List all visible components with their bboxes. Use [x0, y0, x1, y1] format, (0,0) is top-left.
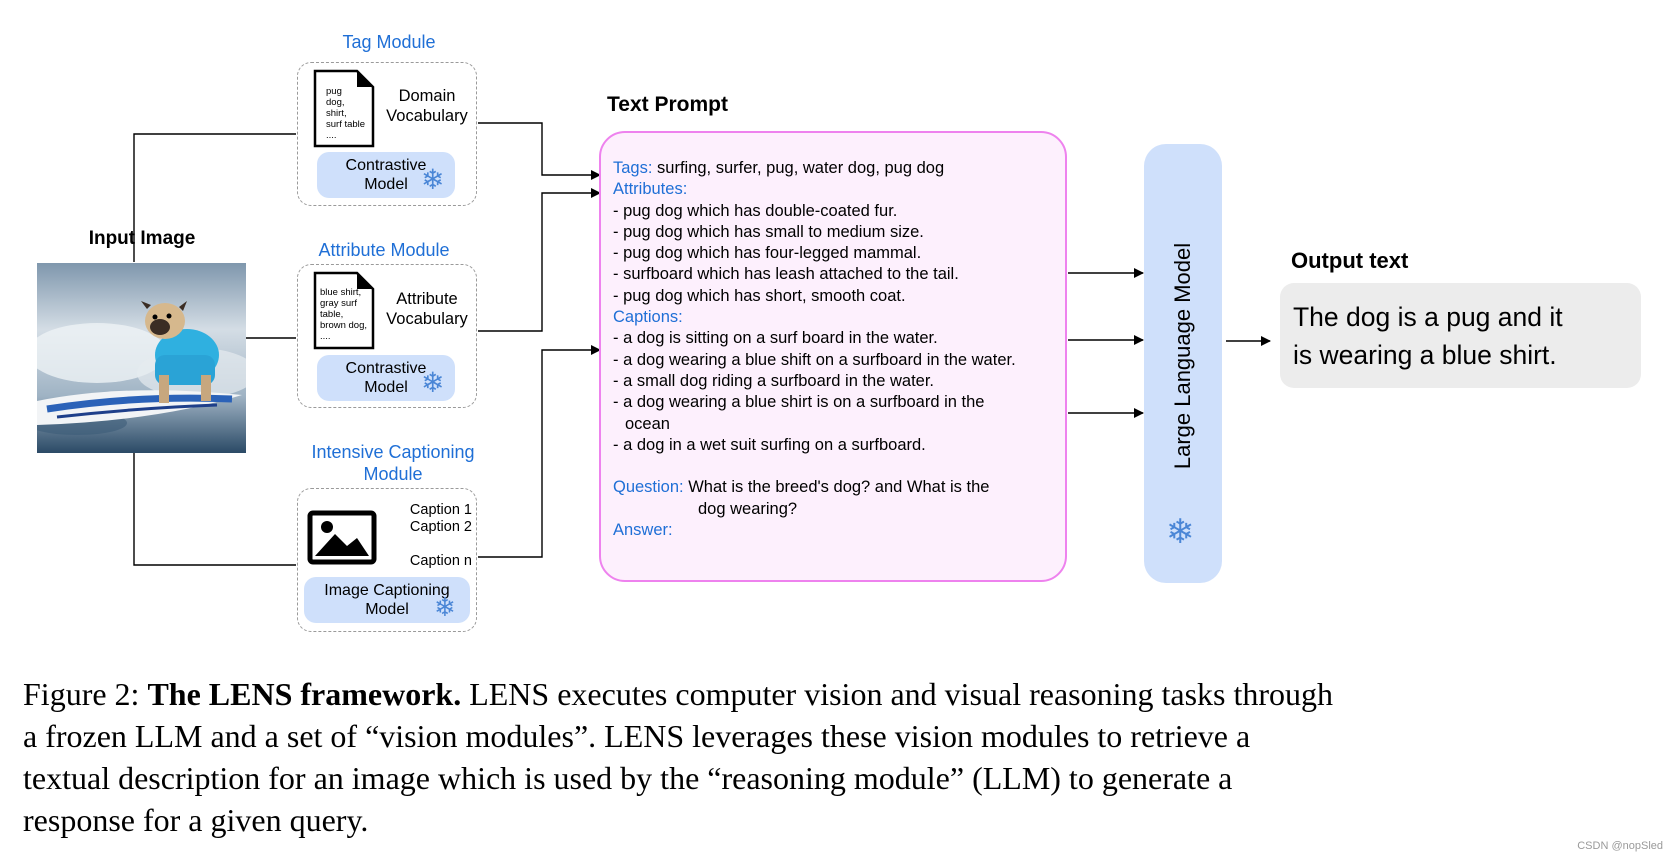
question-line: What is the breed's dog? and What is the	[688, 478, 990, 497]
attributes-label: Attributes:	[613, 180, 688, 199]
caption-line: - a dog wearing a blue shift on a surfbo…	[613, 350, 1016, 369]
attribute-line: - surfboard which has leash attached to …	[613, 265, 959, 284]
doc-line: pug	[326, 86, 342, 97]
caption-list: Caption 1 Caption 2 Caption n	[370, 502, 472, 570]
llm-box	[1144, 144, 1222, 583]
output-line: The dog is a pug and it	[1293, 302, 1563, 332]
caption-line: LENS executes computer vision and visual…	[469, 676, 1334, 712]
contrastive-model-pill: Contrastive Model	[317, 355, 455, 401]
vocab-line: Domain	[398, 87, 456, 105]
attribute-line: - pug dog which has four-legged mammal.	[613, 244, 922, 263]
snowflake-icon: ❄	[1166, 513, 1195, 551]
surfing-pug-photo	[37, 263, 246, 453]
snowflake-icon: ❄	[421, 367, 445, 398]
question-line: dog wearing?	[698, 499, 798, 518]
output-title: Output text	[1291, 248, 1409, 273]
caption-line: - a small dog riding a surfboard in the …	[613, 371, 935, 390]
model-line: Model	[365, 601, 409, 618]
output-box	[1280, 283, 1641, 388]
caption-line: - a dog is sitting on a surf board in th…	[613, 329, 938, 348]
caption-line: - a dog wearing a blue shirt is on a sur…	[613, 393, 985, 412]
contrastive-model-pill: Contrastive Model	[317, 152, 455, 198]
caption-prefix: Figure 2:	[23, 676, 140, 712]
caption-item: Caption 1	[409, 502, 472, 518]
llm-label: Large Language Model	[1170, 242, 1195, 470]
model-line: Model	[364, 176, 408, 193]
caption-line: ocean	[625, 414, 670, 433]
vocab-line: Attribute	[396, 290, 458, 308]
caption-item: Caption n	[409, 553, 472, 569]
tags-value: surfing, surfer, pug, water dog, pug dog	[657, 159, 945, 177]
model-line: Contrastive	[345, 360, 427, 377]
question-label: Question:	[613, 478, 684, 497]
title-line: Module	[363, 464, 423, 484]
answer-label: Answer:	[613, 521, 673, 540]
vocab-line: Vocabulary	[386, 310, 468, 328]
image-icon	[307, 510, 377, 565]
snowflake-icon: ❄	[434, 592, 456, 622]
attribute-module-title: Attribute Module	[318, 240, 450, 260]
attribute-module-box	[297, 264, 477, 408]
doc-line: brown dog,	[320, 320, 368, 331]
figure-caption: Figure 2: The LENS framework. LENS execu…	[23, 673, 1653, 841]
watermark: CSDN @nopSled	[1577, 840, 1663, 852]
tag-module-title: Tag Module	[342, 32, 436, 52]
caption-line: response for a given query.	[23, 802, 369, 838]
model-line: Model	[364, 379, 408, 396]
attribute-line: - pug dog which has double-coated fur.	[613, 201, 898, 220]
domain-vocabulary-label: Domain Vocabulary	[377, 86, 477, 126]
captions-label: Captions:	[613, 308, 683, 327]
doc-line: surf table	[326, 119, 366, 130]
doc-line: ....	[326, 130, 337, 141]
document-icon	[313, 271, 375, 350]
doc-line: shirt,	[326, 108, 347, 119]
caption-line: - a dog in a wet suit surfing on a surfb…	[613, 435, 926, 454]
attribute-vocabulary-label: Attribute Vocabulary	[377, 289, 477, 329]
tag-module-box	[297, 62, 477, 206]
input-image-title: Input Image	[88, 228, 196, 249]
doc-line: ....	[320, 331, 331, 342]
captioning-module-box	[297, 488, 477, 632]
doc-line: table,	[320, 309, 344, 320]
snowflake-icon: ❄	[421, 164, 445, 195]
caption-line: textual description for an image which i…	[23, 760, 1233, 796]
caption-item: Caption 2	[409, 519, 472, 535]
captioning-module-title: Intensive Captioning Module	[273, 441, 513, 485]
model-line: Image Captioning	[324, 582, 450, 599]
title-line: Intensive Captioning	[311, 442, 475, 462]
attribute-line: - pug dog which has small to medium size…	[613, 222, 924, 241]
text-prompt-box	[599, 131, 1067, 582]
vocab-line: Vocabulary	[386, 107, 468, 125]
attribute-doc-text: blue shirt, gray surf table, brown dog, …	[320, 287, 367, 342]
doc-line: dog,	[326, 97, 345, 108]
image-captioning-model-pill: Image Captioning Model	[304, 577, 470, 623]
model-line: Contrastive	[345, 157, 427, 174]
attribute-line: - pug dog which has short, smooth coat.	[613, 286, 906, 305]
text-prompt-title: Text Prompt	[607, 93, 728, 116]
output-line: is wearing a blue shirt.	[1293, 340, 1557, 370]
tags-label: Tags:	[613, 159, 653, 177]
caption-line: a frozen LLM and a set of “vision module…	[23, 718, 1251, 754]
doc-line: blue shirt,	[320, 287, 362, 298]
tag-doc-text: pug dog, shirt, surf table ....	[326, 86, 365, 141]
doc-line: gray surf	[320, 298, 357, 309]
output-text: The dog is a pug and it is wearing a blu…	[1293, 298, 1563, 374]
text-prompt-content: Tags: surfing, surfer, pug, water dog, p…	[613, 158, 1016, 541]
caption-bold: The LENS framework.	[147, 676, 462, 712]
document-icon	[313, 69, 375, 148]
input-image	[37, 263, 246, 453]
